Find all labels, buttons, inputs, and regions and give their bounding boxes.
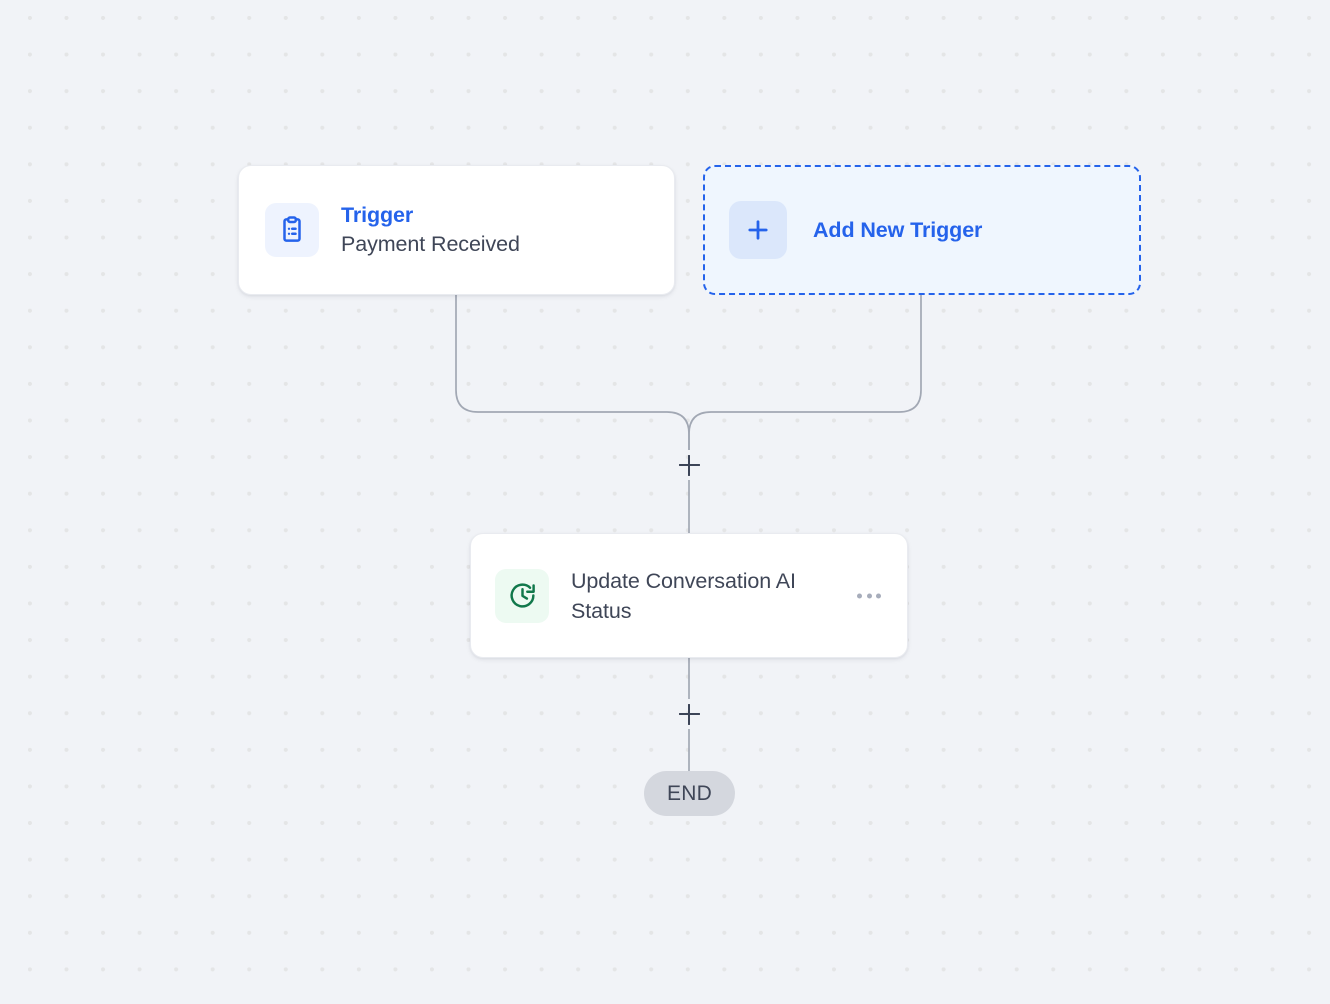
plus-icon — [729, 201, 787, 259]
trigger-title: Payment Received — [341, 231, 520, 256]
add-step-button-bottom[interactable] — [674, 699, 704, 729]
action-node-title: Update Conversation AI Status — [571, 568, 796, 623]
add-step-button-top[interactable] — [674, 450, 704, 480]
trigger-labels: Trigger Payment Received — [341, 201, 520, 260]
add-new-trigger-node[interactable]: Add New Trigger — [703, 165, 1141, 295]
end-node-label: END — [667, 781, 712, 805]
ellipsis-dot — [866, 593, 872, 598]
action-node-update-conversation-ai-status[interactable]: Update Conversation AI Status — [470, 533, 908, 658]
add-new-trigger-label: Add New Trigger — [813, 217, 983, 242]
clock-update-icon — [495, 568, 549, 623]
ellipsis-icon[interactable] — [853, 585, 885, 606]
clipboard-list-icon — [265, 203, 319, 257]
ellipsis-dot — [857, 593, 862, 598]
trigger-kind-label: Trigger — [341, 202, 414, 227]
trigger-node[interactable]: Trigger Payment Received — [238, 165, 675, 295]
end-node: END — [644, 771, 735, 816]
ellipsis-dot — [876, 593, 881, 598]
